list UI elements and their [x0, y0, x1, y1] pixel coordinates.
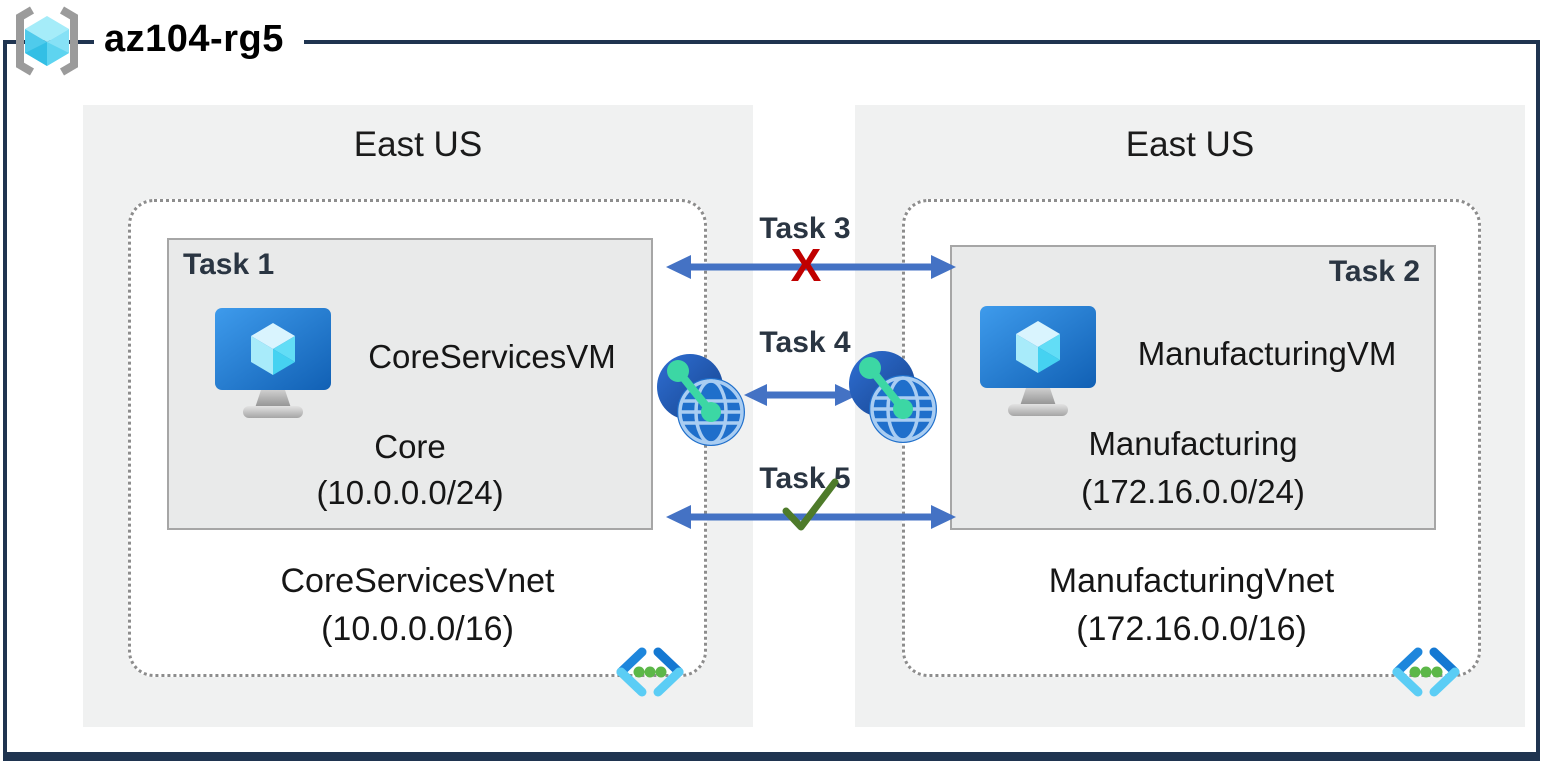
task2-label: Task 2	[1328, 255, 1420, 288]
blocked-x-icon: X	[790, 239, 822, 291]
virtual-network-icon	[616, 647, 684, 697]
virtual-network-icon	[1392, 647, 1460, 697]
network-peering-icon	[849, 351, 937, 443]
subnet-cidr: (172.16.0.0/24)	[1081, 473, 1305, 510]
region-title: East US	[1125, 125, 1255, 164]
resource-group-title: az104-rg5	[94, 14, 304, 71]
subnet-name: Manufacturing	[1088, 425, 1298, 462]
network-peering-icon	[657, 354, 745, 446]
virtual-machine-icon	[980, 306, 1096, 416]
task1-box: Task 1 CoreServicesVM Core (	[167, 238, 653, 530]
resource-group-icon	[16, 6, 78, 76]
vnet-cidr: (10.0.0.0/16)	[321, 610, 514, 648]
vnet-name: ManufacturingVnet	[1048, 562, 1335, 600]
task3-arrow	[666, 255, 956, 279]
task2-box: Task 2 ManufacturingVM Manufactu	[950, 245, 1436, 530]
vm-name: ManufacturingVM	[1137, 335, 1397, 372]
resource-group-boundary	[3, 40, 1540, 761]
vnet-cidr: (172.16.0.0/16)	[1076, 610, 1307, 648]
task4-arrow	[744, 384, 858, 406]
region-title: East US	[353, 125, 483, 164]
subnet-name: Core	[374, 428, 446, 465]
vnet-name: CoreServicesVnet	[280, 562, 555, 600]
task1-label: Task 1	[183, 248, 275, 281]
task4-label: Task 4	[759, 326, 851, 359]
subnet-cidr: (10.0.0.0/24)	[316, 474, 504, 511]
check-icon	[782, 478, 839, 531]
task3-label: Task 3	[759, 212, 851, 245]
virtual-machine-icon	[215, 308, 331, 418]
task5-label: Task 5	[759, 462, 851, 495]
vm-name: CoreServicesVM	[368, 338, 616, 375]
